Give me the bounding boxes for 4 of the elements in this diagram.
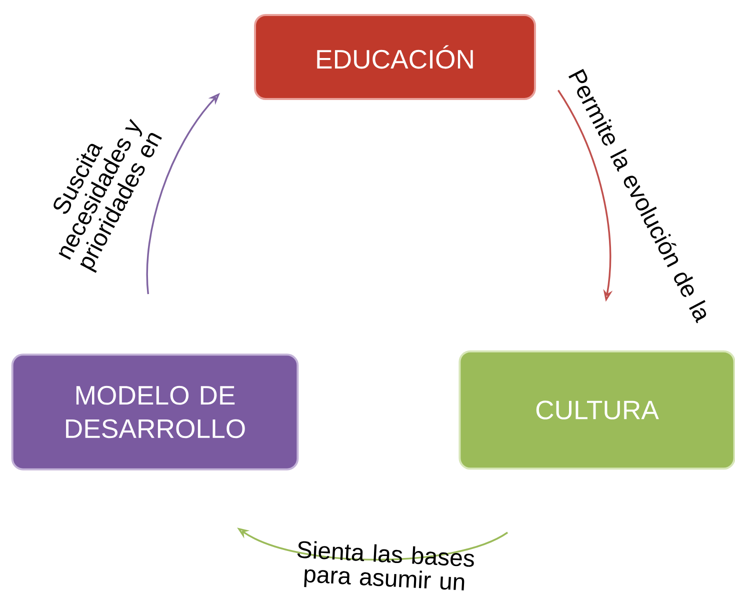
- process-box: CULTURA: [458, 350, 735, 470]
- process-box: MODELO DE DESARROLLO: [11, 354, 299, 470]
- edge-label: Sienta las bases para asumir un: [297, 541, 474, 590]
- process-box: EDUCACIÓN: [254, 14, 536, 100]
